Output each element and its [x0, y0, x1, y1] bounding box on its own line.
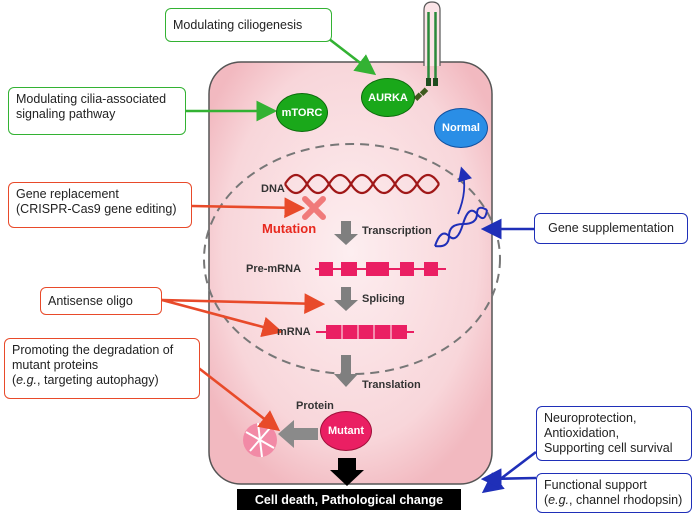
- normal-protein-node: Normal: [434, 108, 488, 148]
- degradation-box: Promoting the degradation of mutant prot…: [4, 338, 200, 399]
- nucleus: [203, 143, 501, 375]
- cilia-signaling-line-1: Modulating cilia-associated: [16, 92, 167, 106]
- gene-supplementation-text: Gene supplementation: [548, 221, 674, 235]
- process-arrows: [334, 221, 358, 387]
- gene-supplementation-box: Gene supplementation: [534, 213, 688, 244]
- neuroprotection-line-2: Antioxidation,: [544, 426, 620, 440]
- functional-support-open-paren: (: [544, 493, 549, 507]
- gene-replacement-line-1: Gene replacement: [16, 187, 119, 201]
- degradation-open-paren: (: [12, 373, 17, 387]
- gene-replacement-line-2: (CRISPR-Cas9 gene editing): [16, 202, 177, 216]
- cilium: [413, 1, 441, 101]
- transcription-label: Transcription: [362, 225, 432, 237]
- outcome-box: Cell death, Pathological change: [237, 489, 461, 510]
- dna-label: DNA: [261, 183, 285, 195]
- ciliogenesis-text: Modulating ciliogenesis: [173, 17, 303, 32]
- degraded-protein-icon: [243, 422, 277, 458]
- neuroprotection-arrow: [481, 450, 537, 494]
- antisense-mrna-arrow: [161, 298, 284, 338]
- mutation-label: Mutation: [262, 221, 317, 236]
- neuroprotection-box: Neuroprotection, Antioxidation, Supporti…: [536, 406, 692, 461]
- cilia-signaling-line-2: signaling pathway: [16, 107, 116, 121]
- antisense-box: Antisense oligo: [40, 287, 162, 315]
- pre-mrna-label: Pre-mRNA: [246, 263, 302, 275]
- mrna-strand: [316, 325, 414, 339]
- gene-replacement-box: Gene replacement (CRISPR-Cas9 gene editi…: [8, 182, 192, 228]
- aurka-node: AURKA: [361, 78, 415, 117]
- functional-support-line-2: (e.g., channel rhodopsin): [544, 493, 684, 508]
- functional-support-box: Functional support (e.g., channel rhodop…: [536, 473, 692, 513]
- degradation-line-3: (e.g., targeting autophagy): [12, 373, 192, 388]
- degradation-strategy-arrow: [195, 364, 281, 432]
- gene-replacement-arrow: [191, 197, 306, 219]
- degradation-eg: e.g.: [16, 373, 38, 387]
- outcome-arrow: [330, 458, 364, 486]
- supplemented-gene-helix: [434, 206, 488, 248]
- expression-arrow: [457, 166, 472, 215]
- mutation-cross-icon: [302, 196, 326, 220]
- functional-support-line-1: Functional support: [544, 478, 647, 492]
- dna-helix: [284, 173, 440, 195]
- antisense-splicing-arrow: [161, 293, 326, 315]
- neuroprotection-line-3: Supporting cell survival: [544, 441, 673, 455]
- functional-support-example: , channel rhodopsin): [569, 493, 683, 507]
- translation-label: Translation: [362, 379, 421, 391]
- pre-mrna-strand: [315, 262, 446, 276]
- mrna-label: mRNA: [277, 326, 311, 338]
- mutant-protein-node: Mutant: [320, 411, 372, 451]
- functional-support-eg: e.g.: [548, 493, 570, 507]
- mtorc-node: mTORC: [276, 93, 328, 132]
- ciliogenesis-box: Modulating ciliogenesis: [165, 8, 332, 42]
- protein-label: Protein: [296, 400, 334, 412]
- degradation-arrow: [278, 420, 318, 448]
- degradation-example: , targeting autophagy): [37, 373, 159, 387]
- neuroprotection-line-1: Neuroprotection,: [544, 411, 637, 425]
- degradation-line-1: Promoting the degradation of: [12, 343, 174, 357]
- degradation-line-2: mutant proteins: [12, 358, 99, 372]
- antisense-text: Antisense oligo: [48, 293, 133, 308]
- functional-support-arrow: [480, 468, 537, 490]
- cilia-signaling-box: Modulating cilia-associated signaling pa…: [8, 87, 186, 135]
- splicing-label: Splicing: [362, 293, 405, 305]
